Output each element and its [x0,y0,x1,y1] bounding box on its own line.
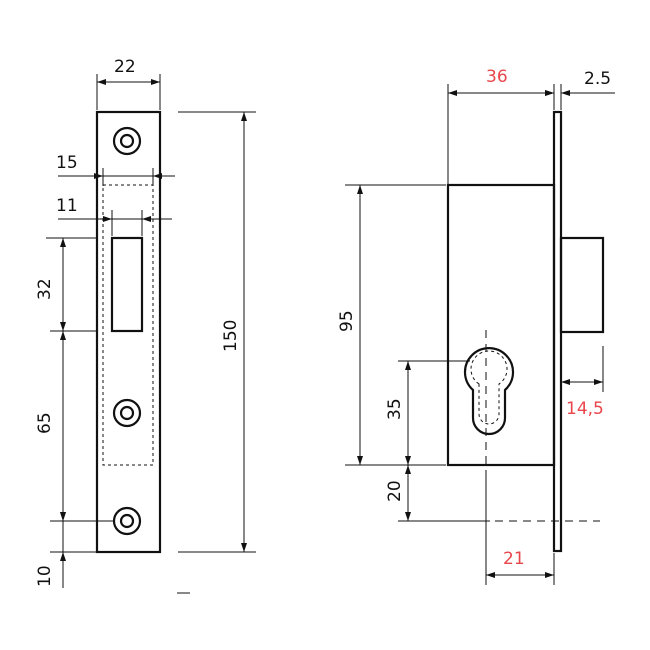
dim-36: 36 [447,67,555,184]
dim-35-label: 35 [385,398,405,420]
dim-14-5: 14,5 [561,346,604,419]
dim-15: 15 [56,153,175,186]
screw-hole-bottom [112,506,142,536]
front-view: 22 15 11 32 65 [35,57,256,594]
dim-36-label: 36 [486,67,508,87]
side-view: 36 2.5 95 35 20 [337,67,615,585]
dim-11-label: 11 [56,196,78,216]
bolt-slot [110,236,144,333]
dim-22-label: 22 [114,57,136,77]
dim-15-label: 15 [56,153,78,173]
dim-21-label: 21 [503,549,525,569]
case-hidden-outline [102,184,154,466]
dim-10-label: 10 [35,565,55,587]
dim-2-5-label: 2.5 [584,69,611,89]
screw-hole-top [112,126,142,156]
dim-35-20: 35 20 [385,360,490,522]
dim-95: 95 [337,184,446,466]
dim-2-5: 2.5 [545,69,615,110]
dim-95-label: 95 [337,310,357,332]
dim-14-5-label: 14,5 [566,399,604,419]
screw-hole-middle [112,398,142,428]
cylinder-keyhole-inner [470,350,508,425]
cylinder-keyhole [463,347,515,436]
dim-left-chain: 32 65 10 [35,237,114,588]
dim-22: 22 [96,57,161,110]
dim-65-label: 65 [35,412,55,434]
dim-21: 21 [485,470,555,585]
dim-32-label: 32 [35,278,55,300]
faceplate-outline [95,110,162,554]
lock-body [446,183,556,467]
dim-20-label: 20 [385,480,405,502]
dim-150-label: 150 [221,320,241,352]
dim-11: 11 [56,196,172,236]
dim-150: 150 [178,111,256,553]
bolt [559,236,605,334]
